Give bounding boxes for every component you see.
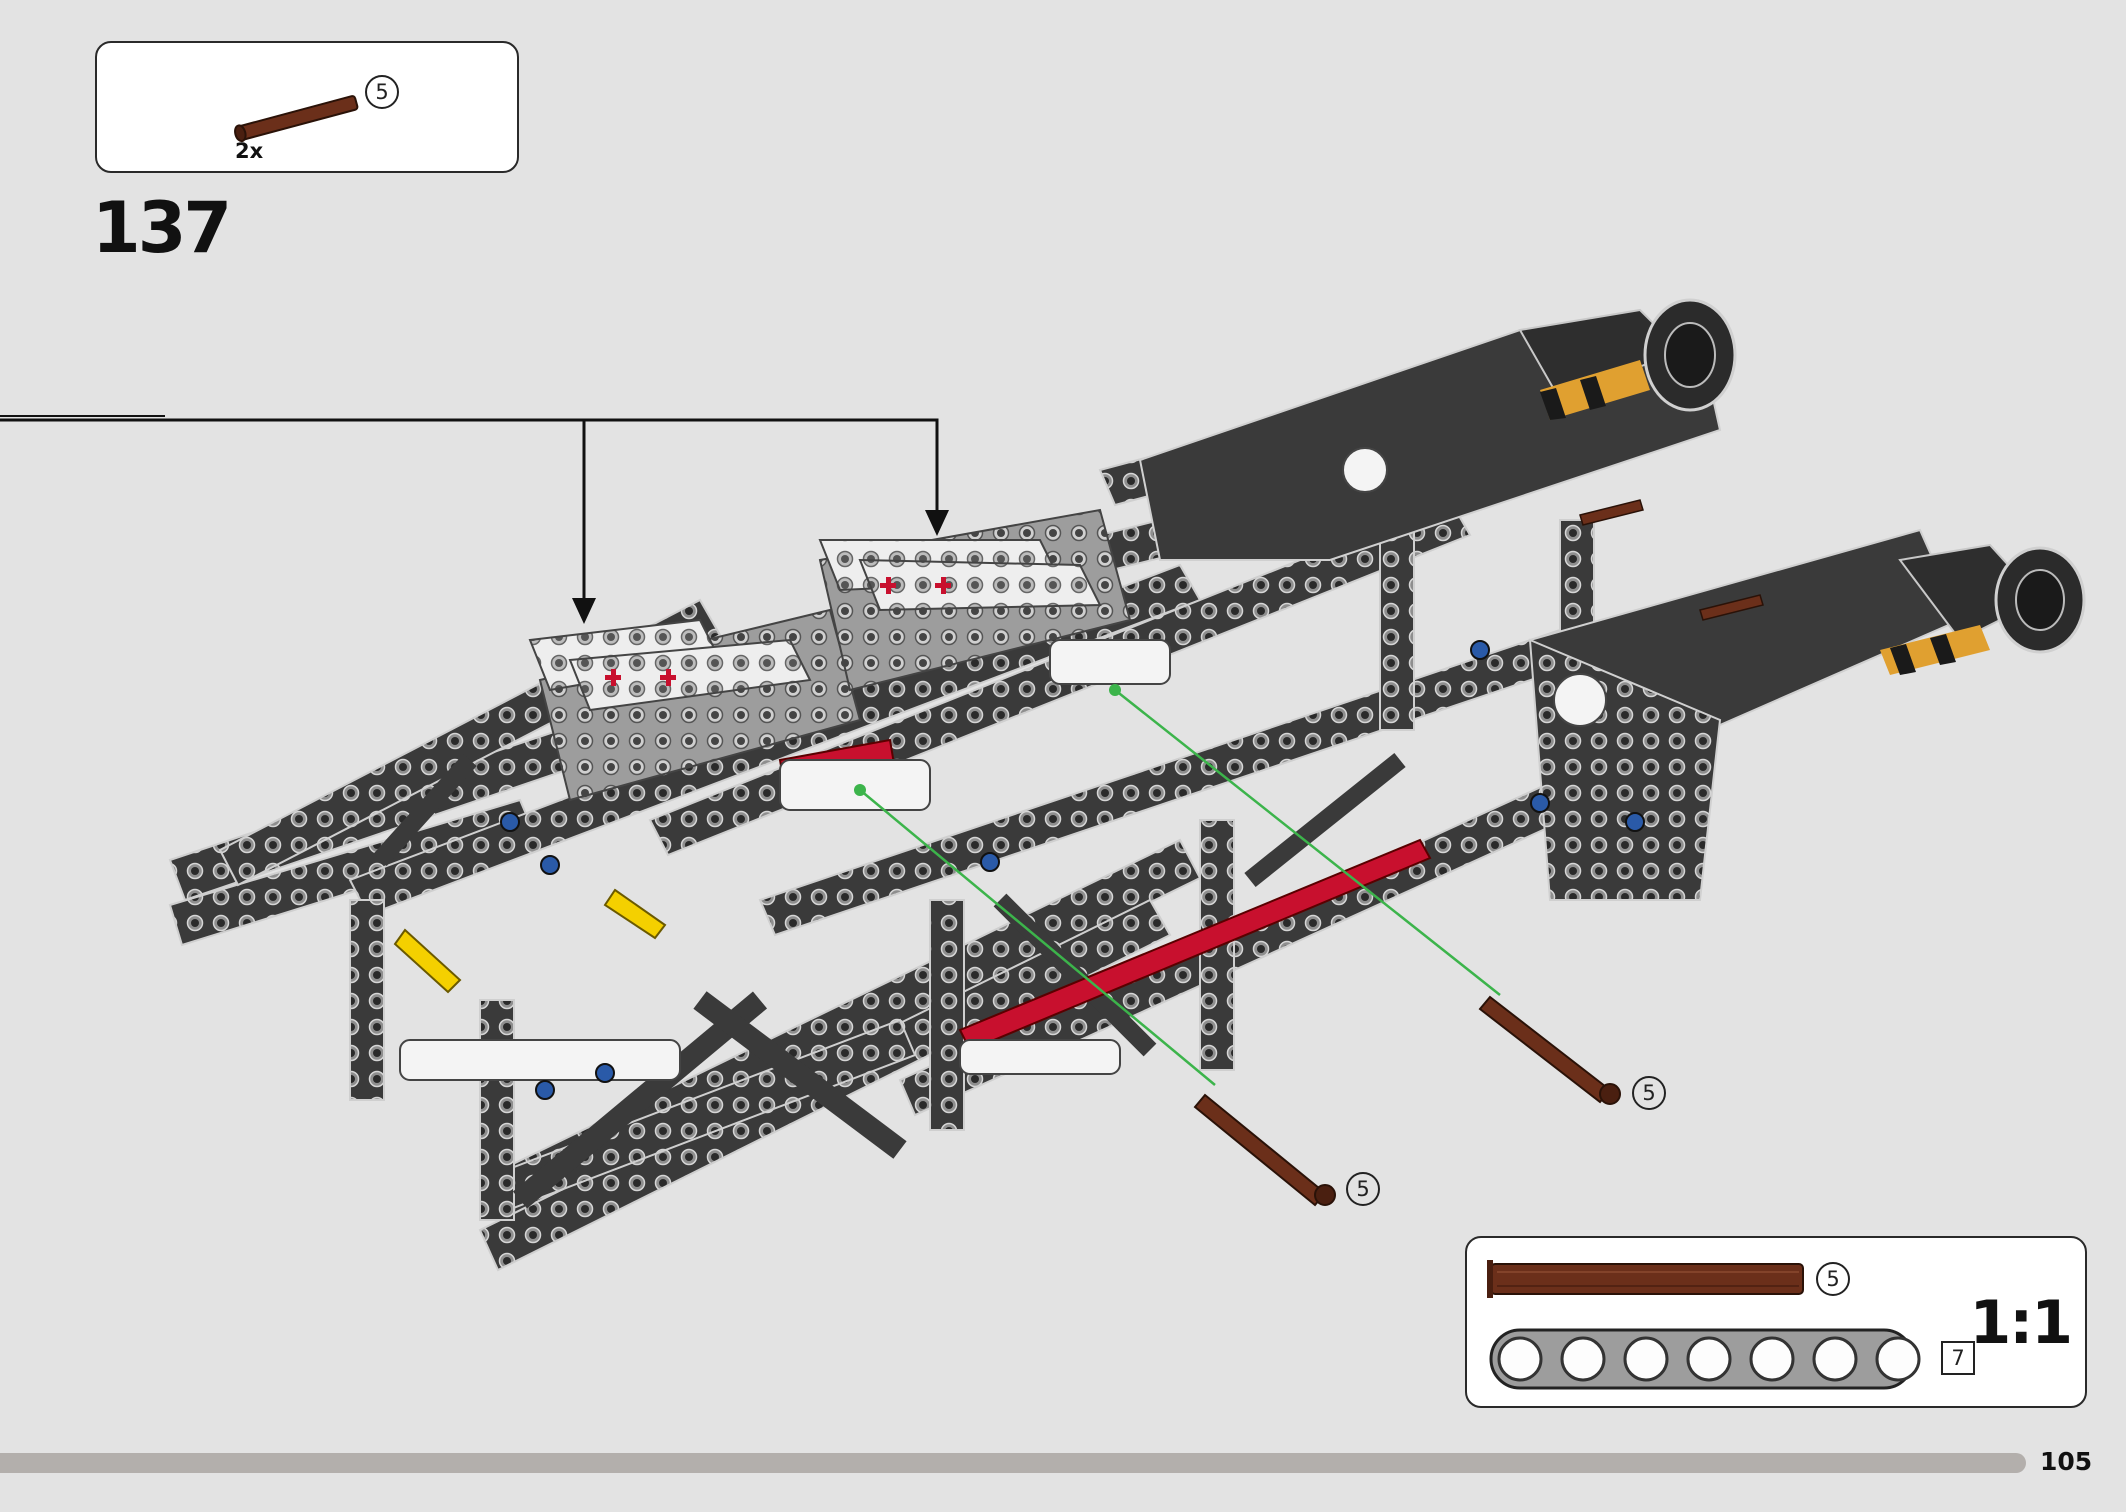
installed-brown-pin-1 bbox=[1579, 499, 1644, 526]
pin-guide-dot-2 bbox=[1109, 684, 1121, 696]
step-number: 137 bbox=[92, 187, 232, 269]
yellow-axle-1 bbox=[393, 928, 462, 994]
axle-length-badge: 5 bbox=[365, 75, 399, 109]
axle-part-icon bbox=[234, 95, 359, 143]
brown-pin-2 bbox=[1478, 995, 1621, 1105]
guide-arrowhead-1 bbox=[572, 598, 596, 624]
installed-brown-pin-2 bbox=[1699, 594, 1764, 621]
engine-assembly bbox=[1138, 298, 2086, 901]
parts-callout: 5 2x bbox=[95, 41, 519, 173]
pin-length-badge-2: 5 bbox=[1346, 1172, 1380, 1206]
guide-arrows bbox=[0, 415, 939, 600]
scale-callout: 5 7 1:1 bbox=[1465, 1236, 2087, 1408]
scale-ratio: 1:1 bbox=[1969, 1288, 2073, 1358]
engine-blocks bbox=[399, 508, 1171, 1081]
page-number: 105 bbox=[2040, 1447, 2093, 1476]
part-quantity: 2x bbox=[235, 139, 264, 163]
scale-beam-length-badge: 7 bbox=[1941, 1341, 1975, 1375]
yellow-axle-2 bbox=[603, 888, 667, 940]
pin-guide-dot-1 bbox=[854, 784, 866, 796]
scale-axle-length-badge: 5 bbox=[1816, 1262, 1850, 1296]
pin-length-badge-1: 5 bbox=[1632, 1076, 1666, 1110]
blue-pins bbox=[500, 640, 1645, 1100]
pin-guide-lines bbox=[859, 689, 1501, 1086]
brown-pin-1 bbox=[1193, 1093, 1336, 1207]
scale-parts-icon bbox=[1487, 1260, 1921, 1390]
guide-arrowhead-2 bbox=[925, 510, 949, 536]
progress-bar bbox=[0, 1453, 2026, 1473]
